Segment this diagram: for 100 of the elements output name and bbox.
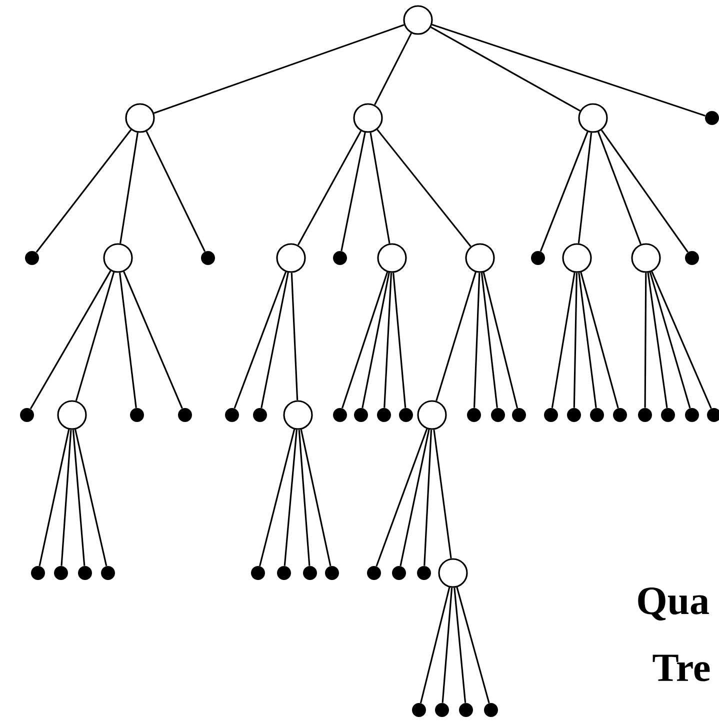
tree-edge [420,587,450,704]
tree-edge [482,272,518,408]
tree-edge [433,430,452,558]
leaf-dot [412,703,426,717]
title-text: Qua [638,588,709,620]
leaf-dot [613,408,627,422]
leaf-dot [31,566,45,580]
tree-edge [442,588,453,703]
open-node-circle [562,243,592,273]
open-node-circle [283,400,313,430]
leaf-dot [130,408,144,422]
leaf-dot [354,408,368,422]
leaf-dot [303,566,317,580]
tree-edge [370,132,390,244]
tree-edge [644,272,647,408]
tree-edge [340,132,366,252]
tree-edge [392,272,406,408]
tree-edge [30,270,112,410]
tree-edge [573,272,578,408]
tree-edge [300,429,332,566]
leaf-dot [54,566,68,580]
tree-edge [36,129,132,253]
tree-edge [374,32,412,106]
tree-edge [74,429,108,566]
leaf-dot [101,566,115,580]
tree-edge [424,430,432,566]
leaf-dot [544,408,558,422]
tree-edge [38,429,70,566]
tree-edge [123,271,183,409]
tree-edge [580,272,619,408]
tree-edge [362,272,390,408]
tree-edge [578,272,597,408]
leaf-dot [484,703,498,717]
tree-edge [540,131,588,252]
leaf-dot [25,251,39,265]
leaf-dot [685,251,699,265]
tree-edge [342,272,388,408]
leaf-dot [417,566,431,580]
open-node-circle [57,400,87,430]
leaf-dot [590,408,604,422]
tree-edge [400,429,430,566]
tree-edge [647,272,668,408]
tree-edge [480,272,498,408]
tree-edge [75,272,115,402]
open-node-circle [631,243,661,273]
tree-edge [578,132,592,244]
tree-edge [597,132,642,244]
leaf-dot [638,408,652,422]
open-node-circle [103,243,133,273]
leaf-dot [459,703,473,717]
leaf-dot [531,251,545,265]
leaf-dot [251,566,265,580]
leaf-dot [685,408,699,422]
tree-edge [651,271,712,409]
open-node-circle [465,243,495,273]
leaf-dot [399,408,413,422]
open-node-circle [276,243,306,273]
tree-edge [430,26,580,112]
tree-edge [60,430,72,566]
tree-edge [376,129,472,247]
tree-edge [146,130,206,252]
open-node-circle [417,400,447,430]
open-node-circle [377,243,407,273]
tree-edge [649,272,691,408]
leaf-dot [178,408,192,422]
open-node-circle [438,558,468,588]
leaf-dot [512,408,526,422]
leaf-dot [20,408,34,422]
leaf-dot [333,408,347,422]
leaf-dot [367,566,381,580]
leaf-dot [377,408,391,422]
leaf-dot [201,251,215,265]
leaf-dot [491,408,505,422]
leaf-dot [467,408,481,422]
tree-edge [118,272,137,408]
leaf-dot [567,408,581,422]
leaf-dot [325,566,339,580]
tree-edge [72,430,86,566]
tree-edge [473,272,480,408]
open-node-circle [578,103,608,133]
leaf-dot [225,408,239,422]
leaf-dot [78,566,92,580]
leaf-dot [661,408,675,422]
tree-edge [260,272,289,408]
tree-edge [432,24,706,116]
tree-edge [234,272,287,409]
leaf-dot [392,566,406,580]
tree-edge [120,132,138,244]
tree-edge [258,429,296,566]
tree-edge [154,24,404,114]
tree-edge [454,588,466,703]
open-node-circle [125,103,155,133]
tree-edge [376,428,428,567]
leaf-dot [435,703,449,717]
tree-edge [551,272,576,408]
tree-edge [290,272,298,400]
leaf-dot [333,251,347,265]
tree-edge [600,130,688,253]
leaf-dot [253,408,267,422]
leaf-dot [277,566,291,580]
